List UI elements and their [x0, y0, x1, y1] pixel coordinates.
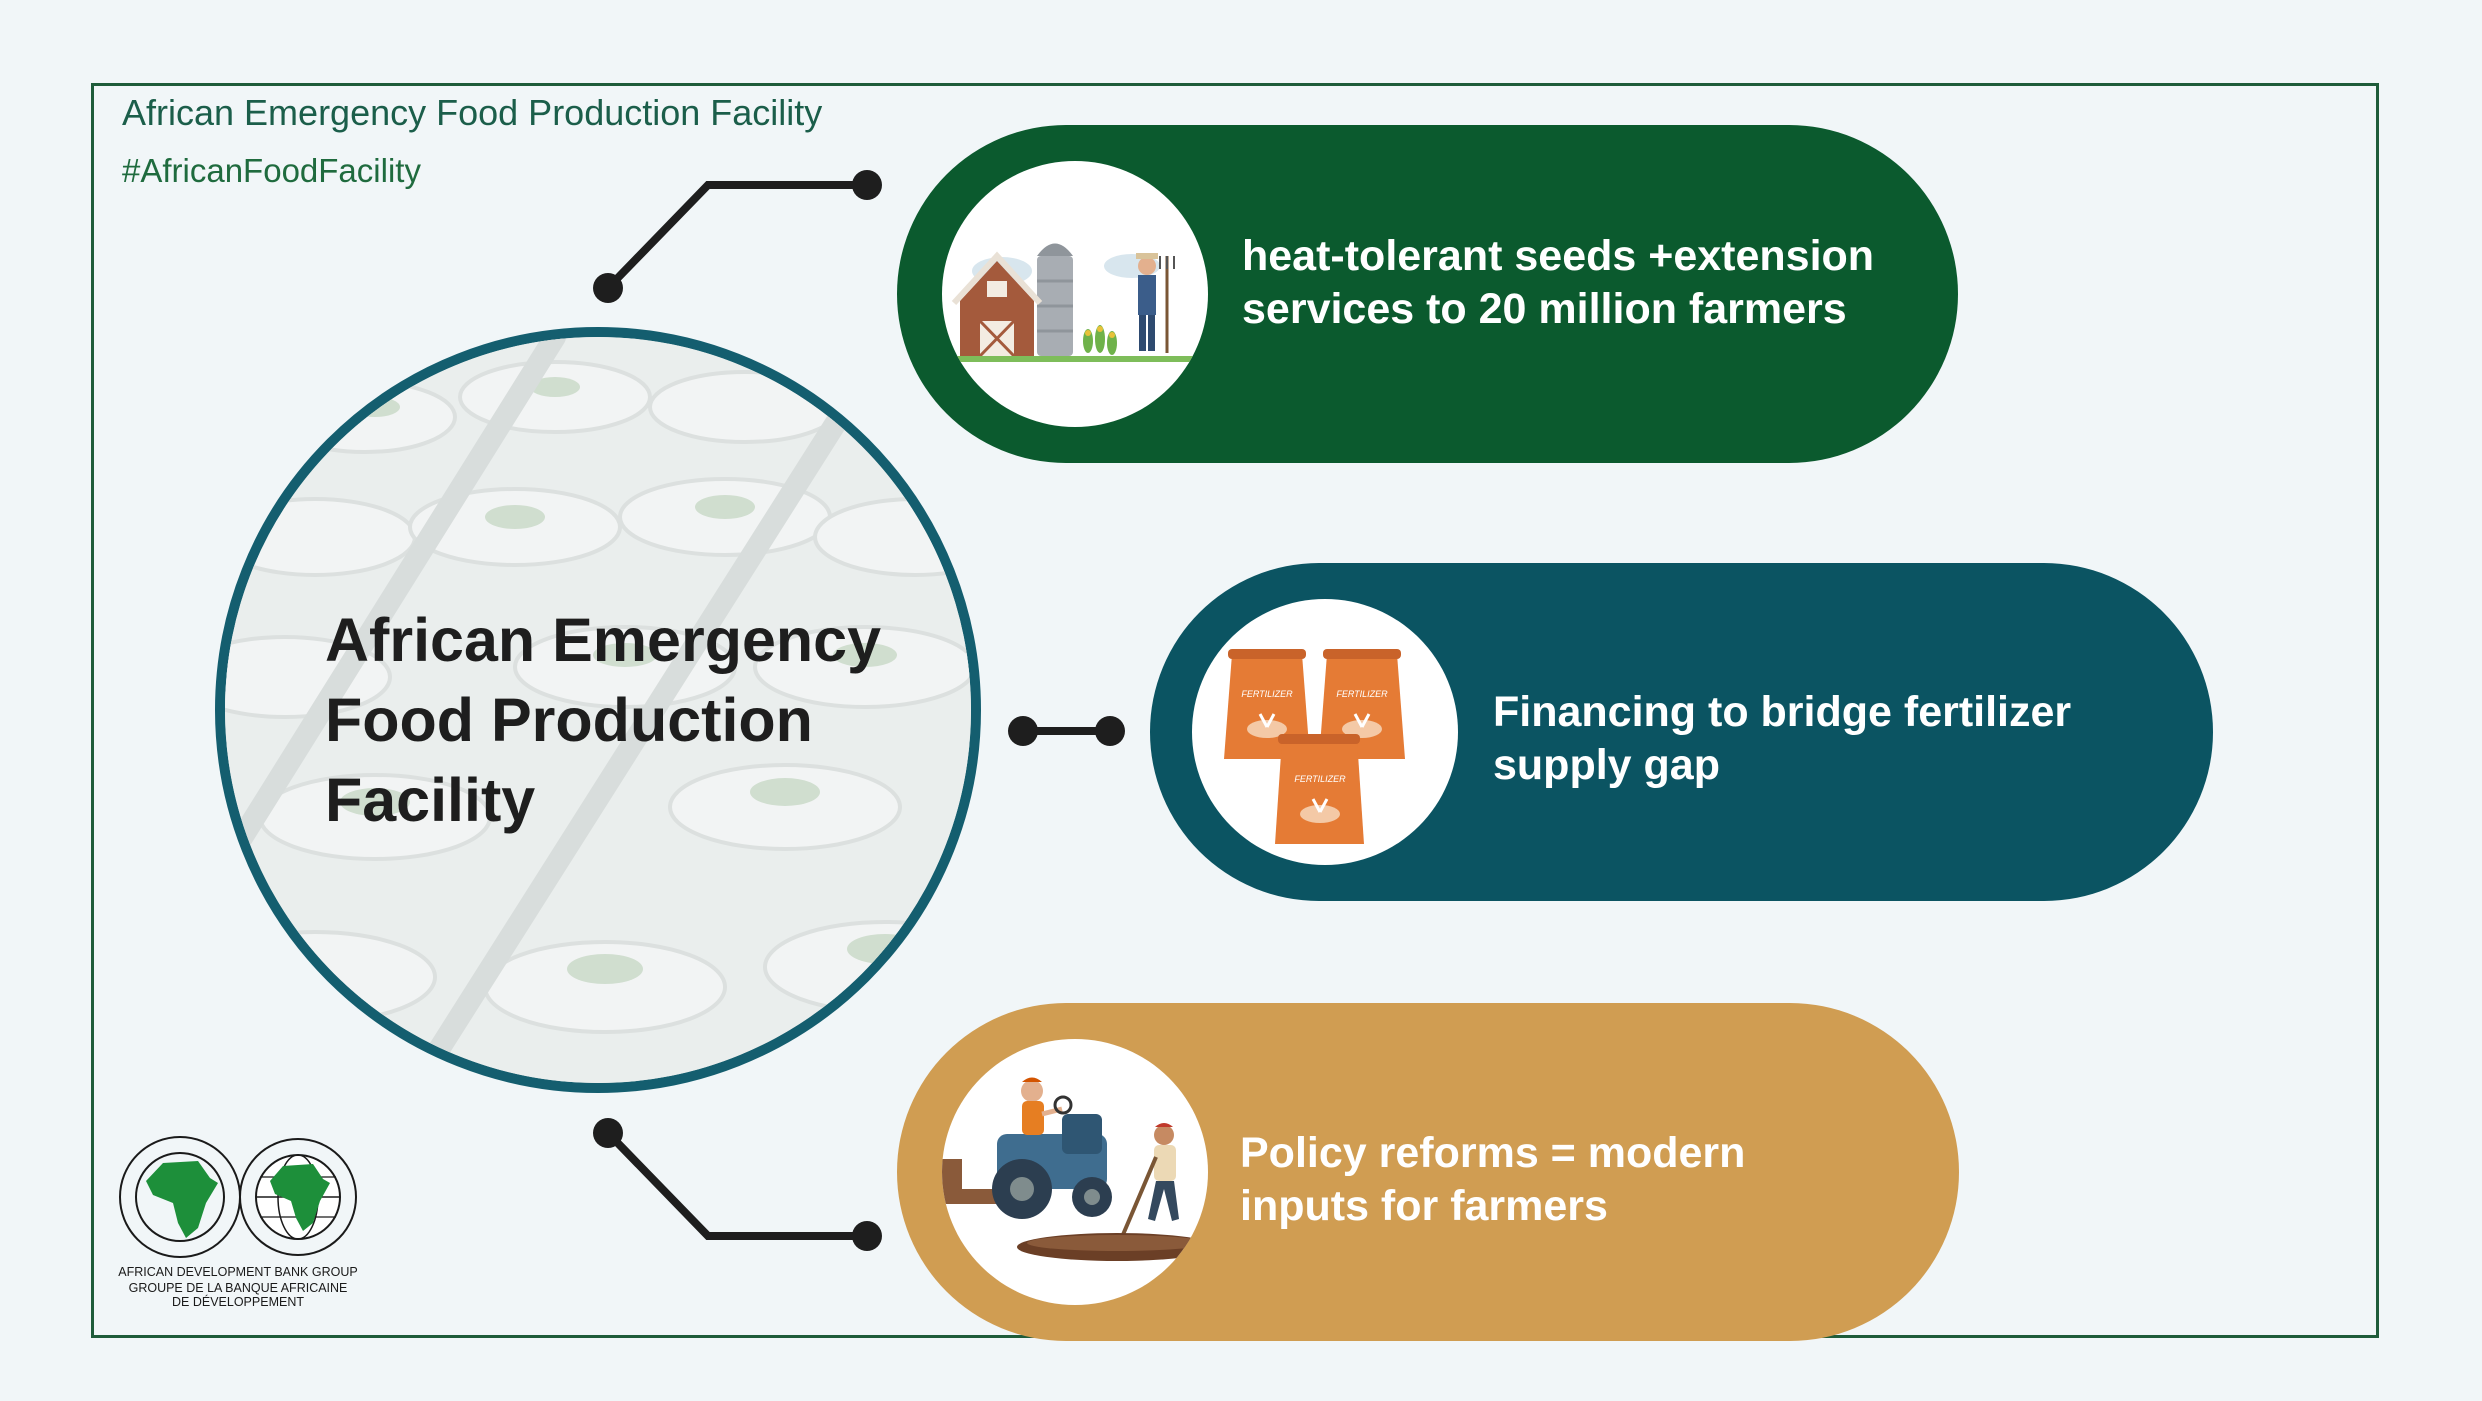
item-text: Financing to bridge fertilizer supply ga… — [1493, 686, 2173, 792]
logo-text-line: AFRICAN DEVELOPMENT BANK GROUP — [118, 1265, 358, 1279]
seedling-background-image — [225, 337, 971, 1083]
fertilizer-bag: FERTILIZER — [1224, 649, 1310, 759]
central-title: African Emergency Food Production Facili… — [325, 600, 965, 840]
item-text-line: Financing to bridge fertilizer — [1493, 688, 2072, 736]
central-title-line: Facility — [325, 766, 536, 834]
afdb-emblem — [119, 1136, 357, 1258]
item-seeds-pill: heat-tolerant seeds +extension services … — [897, 125, 1958, 463]
afdb-emblem-left — [119, 1136, 241, 1258]
fertilizer-bags-icon: FERTILIZER FERTILIZER FERTILIZER — [1224, 649, 1405, 844]
item-icon-circle: FERTILIZER FERTILIZER FERTILIZER — [1192, 599, 1458, 865]
item-icon-circle — [942, 161, 1208, 427]
svg-text:FERTILIZER: FERTILIZER — [1241, 689, 1293, 699]
header-hashtag: #AfricanFoodFacility — [122, 152, 421, 189]
central-title-line: African Emergency — [325, 606, 881, 674]
connector-dot — [852, 1221, 882, 1251]
item-text-line: services to 20 million farmers — [1242, 285, 1847, 333]
central-circle — [215, 327, 981, 1093]
item-fertilizer-pill: FERTILIZER FERTILIZER FERTILIZER Financi… — [1150, 563, 2213, 901]
fertilizer-bag: FERTILIZER — [1275, 734, 1364, 844]
central-title-line: Food Production — [325, 686, 813, 754]
svg-text:FERTILIZER: FERTILIZER — [1336, 689, 1388, 699]
item-policy-pill: Policy reforms = modern inputs for farme… — [897, 1003, 1959, 1341]
header-title: African Emergency Food Production Facili… — [122, 92, 823, 133]
connector-bottom — [605, 1130, 867, 1240]
farm-barn-icon — [947, 243, 1203, 362]
logo-text-line: GROUPE DE LA BANQUE AFRICAINE — [128, 1281, 348, 1295]
fertilizer-bag: FERTILIZER — [1319, 649, 1405, 759]
connector-dot — [593, 1118, 623, 1148]
connector-top — [605, 181, 867, 291]
item-text-line: heat-tolerant seeds +extension — [1242, 232, 1875, 280]
item-text-line: inputs for farmers — [1240, 1182, 1608, 1230]
svg-text:FERTILIZER: FERTILIZER — [1294, 774, 1346, 784]
tractor-farmer-icon — [942, 1077, 1208, 1261]
afdb-emblem-right — [239, 1138, 357, 1256]
connector-dot — [852, 170, 882, 200]
connector-dot — [1008, 716, 1038, 746]
item-text-line: supply gap — [1493, 741, 1720, 789]
item-icon-circle — [942, 1039, 1208, 1305]
connector-dot — [1095, 716, 1125, 746]
connector-dot — [593, 273, 623, 303]
item-text: heat-tolerant seeds +extension services … — [1242, 230, 1942, 336]
logo-text-line: DE DÉVELOPPEMENT — [172, 1295, 304, 1309]
afdb-logo: AFRICAN DEVELOPMENT BANK GROUP GROUPE DE… — [118, 1133, 358, 1333]
item-text: Policy reforms = modern inputs for farme… — [1240, 1127, 1940, 1233]
item-text-line: Policy reforms = modern — [1240, 1129, 1746, 1177]
